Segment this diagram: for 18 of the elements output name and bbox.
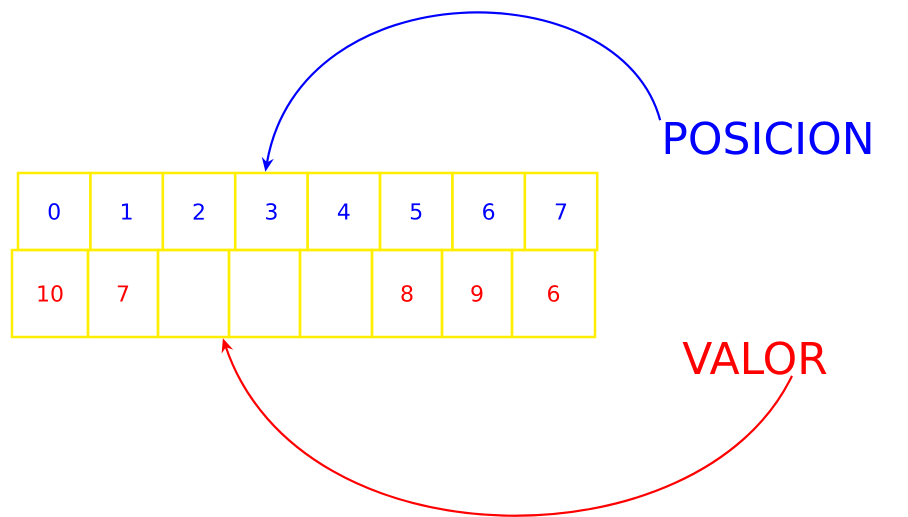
- table-cell: 10: [10, 248, 90, 338]
- table-cell: 4: [306, 172, 382, 252]
- table-cell: 7: [524, 172, 598, 252]
- table-cell: 3: [234, 172, 309, 252]
- table-cell: 7: [86, 248, 160, 338]
- table-cell: 6: [451, 172, 526, 252]
- axis-label: POSICION: [666, 121, 870, 155]
- empty-cell: [298, 248, 374, 338]
- table-cell: 0: [16, 172, 92, 252]
- table-cell: 6: [510, 248, 596, 338]
- table-cell: 8: [370, 248, 444, 338]
- table-cell: 1: [89, 172, 164, 252]
- empty-cell: [228, 248, 302, 338]
- table-cell: 5: [378, 172, 454, 252]
- empty-cell: [156, 248, 230, 338]
- table-cell: 2: [162, 172, 236, 252]
- table-cell: 9: [440, 248, 514, 338]
- axis-label: VALOR: [682, 341, 826, 375]
